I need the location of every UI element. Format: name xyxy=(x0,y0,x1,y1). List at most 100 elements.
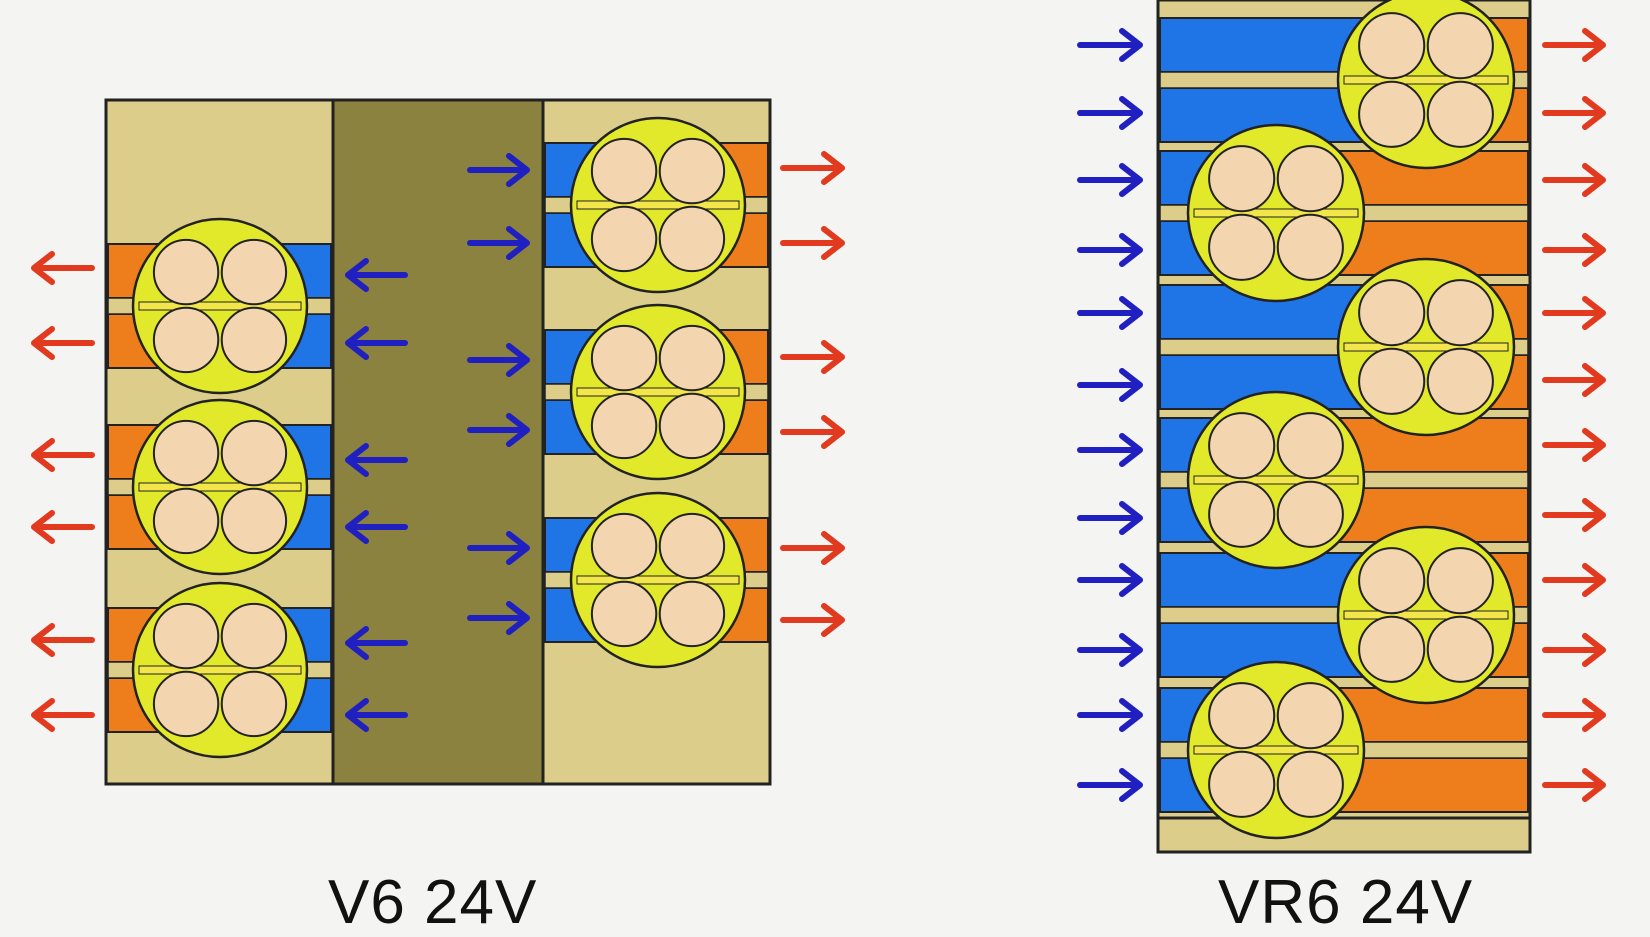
arrow-head xyxy=(1119,163,1143,197)
arrow-head xyxy=(1582,28,1606,62)
arrow-head xyxy=(1582,233,1606,267)
v6-intake-arrow-valley-right xyxy=(467,226,530,260)
arrow-head xyxy=(506,226,530,260)
valve xyxy=(590,324,658,392)
vr6-intake-arrow xyxy=(1077,233,1143,267)
valve xyxy=(152,238,220,306)
valve xyxy=(152,419,220,487)
valve xyxy=(220,419,288,487)
v6-intake-arrow-valley-left xyxy=(345,510,408,544)
vr6-intake-arrow xyxy=(1077,368,1143,402)
arrow-head xyxy=(345,443,369,477)
v6-intake-arrow-valley-right xyxy=(467,343,530,377)
valve xyxy=(152,670,220,738)
arrow-head xyxy=(821,340,845,374)
v6-left-cylinder xyxy=(131,217,309,395)
valve xyxy=(220,238,288,306)
v6-intake-arrow-valley-left xyxy=(345,326,408,360)
valve xyxy=(1426,12,1494,80)
valve xyxy=(658,205,726,273)
v6-label: V6 24V xyxy=(328,868,538,937)
valve xyxy=(1276,682,1344,750)
arrow-head xyxy=(1582,698,1606,732)
arrow-head xyxy=(1582,296,1606,330)
arrow-head xyxy=(821,415,845,449)
arrow-head xyxy=(31,326,55,360)
arrow-head xyxy=(1119,28,1143,62)
v6-intake-arrow-valley-right xyxy=(467,153,530,187)
arrow-head xyxy=(1582,163,1606,197)
valve xyxy=(152,487,220,555)
valve xyxy=(1276,145,1344,213)
vr6-intake-arrow xyxy=(1077,633,1143,667)
vr6-exhaust-arrow xyxy=(1542,633,1606,667)
valve xyxy=(1276,213,1344,281)
valve xyxy=(1426,615,1494,683)
valve xyxy=(1358,615,1426,683)
spark-channel xyxy=(1193,475,1359,485)
valve xyxy=(152,306,220,374)
valve xyxy=(1358,547,1426,615)
arrow-head xyxy=(345,698,369,732)
vr6-label: VR6 24V xyxy=(1218,868,1474,937)
spark-channel xyxy=(1193,745,1359,755)
v6-exhaust-arrow-right xyxy=(780,603,845,637)
arrow-head xyxy=(1582,633,1606,667)
valve xyxy=(1208,682,1276,750)
valve xyxy=(658,324,726,392)
valve xyxy=(220,487,288,555)
valve xyxy=(220,602,288,670)
arrow-head xyxy=(821,531,845,565)
arrow-head xyxy=(31,510,55,544)
valve xyxy=(590,205,658,273)
v6-exhaust-arrow-right xyxy=(780,226,845,260)
valve xyxy=(1358,347,1426,415)
vr6-exhaust-arrow xyxy=(1542,428,1606,462)
vr6-cylinder-2 xyxy=(1186,123,1366,303)
valve xyxy=(590,392,658,460)
arrow-head xyxy=(345,510,369,544)
valve xyxy=(1358,80,1426,148)
valve xyxy=(1208,213,1276,281)
arrow-head xyxy=(1582,428,1606,462)
arrow-head xyxy=(1582,768,1606,802)
valve xyxy=(590,137,658,205)
arrow-head xyxy=(506,413,530,447)
arrow-head xyxy=(506,343,530,377)
spark-channel xyxy=(1343,342,1509,352)
vr6-exhaust-arrow xyxy=(1542,296,1606,330)
arrow-head xyxy=(1119,233,1143,267)
arrow-head xyxy=(821,151,845,185)
valve xyxy=(658,392,726,460)
arrow-head xyxy=(345,626,369,660)
valve xyxy=(1426,279,1494,347)
vr6-cylinder-6 xyxy=(1186,660,1366,840)
v6-intake-arrow-valley-right xyxy=(467,601,530,635)
valve xyxy=(1276,412,1344,480)
arrow-head xyxy=(1119,768,1143,802)
arrow-head xyxy=(1582,498,1606,532)
valve xyxy=(1208,480,1276,548)
spark-channel xyxy=(138,301,302,311)
arrow-head xyxy=(345,258,369,292)
vr6-exhaust-arrow xyxy=(1542,698,1606,732)
spark-channel xyxy=(138,482,302,492)
v6-exhaust-arrow-right xyxy=(780,415,845,449)
vr6-intake-arrow xyxy=(1077,296,1143,330)
arrow-head xyxy=(1582,563,1606,597)
valve xyxy=(658,137,726,205)
spark-channel xyxy=(576,200,740,210)
v6-intake-arrow-valley-right xyxy=(467,413,530,447)
valve xyxy=(590,580,658,648)
valve xyxy=(220,670,288,738)
valve xyxy=(1208,412,1276,480)
vr6-exhaust-arrow xyxy=(1542,28,1606,62)
vr6-intake-arrow xyxy=(1077,501,1143,535)
vr6-exhaust-arrow xyxy=(1542,363,1606,397)
arrow-head xyxy=(345,326,369,360)
v6-exhaust-arrow-left xyxy=(31,326,95,360)
vr6-intake-arrow xyxy=(1077,768,1143,802)
arrow-head xyxy=(821,603,845,637)
